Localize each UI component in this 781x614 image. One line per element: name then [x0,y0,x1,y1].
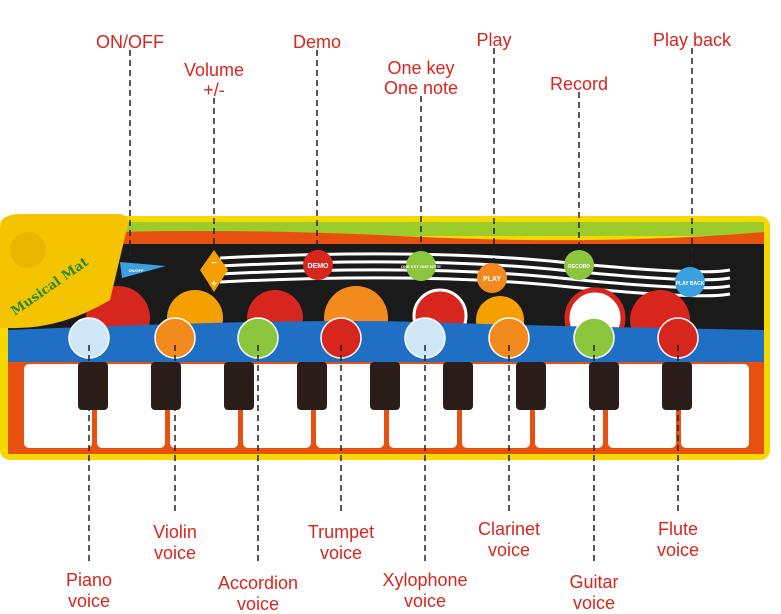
volume-button[interactable]: − + [200,250,228,292]
label-one-key: One note [384,78,458,98]
label-play: Play [476,30,511,50]
label-volume: +/- [203,80,225,100]
label-violin: voice [154,543,196,563]
one-key-one-note-button[interactable]: ONE KEY ONE NOTE [401,251,441,281]
label-on-off: ON/OFF [96,32,164,52]
white-key[interactable] [462,364,530,448]
label-guitar: voice [573,593,615,613]
label-trumpet: voice [320,543,362,563]
musical-mat: Musical Mat ON/OFF − + DEMO ONE KEY ONE … [0,214,770,460]
speaker-icon [10,232,46,268]
flute-voice-button[interactable] [657,317,699,359]
xylophone-voice-button[interactable] [404,317,446,359]
white-key[interactable] [24,364,92,448]
label-xylophone: Xylophone [382,570,467,590]
volume-minus: − [211,258,217,269]
clarinet-voice-button[interactable] [488,317,530,359]
label-flute: Flute [658,519,698,539]
label-flute: voice [657,540,699,560]
accordion-voice-button[interactable] [237,317,279,359]
black-key[interactable] [370,362,400,410]
label-accordion: Accordion [218,573,298,593]
white-key[interactable] [316,364,384,448]
black-key[interactable] [151,362,181,410]
svg-text:PLAY: PLAY [483,276,501,283]
label-piano: Piano [66,570,112,590]
black-key[interactable] [443,362,473,410]
label-clarinet: Clarinet [478,519,540,539]
guitar-voice-button[interactable] [573,317,615,359]
white-key[interactable] [608,364,676,448]
label-demo: Demo [293,32,341,52]
white-key[interactable] [170,364,238,448]
svg-text:PLAY BACK: PLAY BACK [676,281,705,287]
white-key[interactable] [243,364,311,448]
trumpet-voice-button[interactable] [320,317,362,359]
white-key[interactable] [389,364,457,448]
piano-keys [24,362,749,448]
black-key[interactable] [78,362,108,410]
label-accordion: voice [237,594,279,614]
label-guitar: Guitar [569,572,618,592]
wave-stripe [8,231,764,246]
svg-text:ONE KEY ONE NOTE: ONE KEY ONE NOTE [401,264,441,269]
play-button[interactable]: PLAY [477,263,507,293]
white-key[interactable] [97,364,165,448]
white-key[interactable] [681,364,749,448]
demo-button[interactable]: DEMO [303,250,333,280]
label-record: Record [550,74,608,94]
black-key[interactable] [297,362,327,410]
label-violin: Violin [153,522,197,542]
piano-voice-button[interactable] [68,317,110,359]
record-button[interactable]: RECORD [564,250,594,280]
label-one-key: One key [387,58,454,78]
label-trumpet: Trumpet [308,522,374,542]
white-key[interactable] [535,364,603,448]
label-play-back: Play back [653,30,732,50]
label-volume: Volume [184,60,244,80]
svg-text:ON/OFF: ON/OFF [128,268,144,273]
leader-lines [88,48,693,565]
violin-voice-button[interactable] [154,317,196,359]
label-xylophone: voice [404,591,446,611]
svg-text:DEMO: DEMO [308,263,330,270]
black-key[interactable] [224,362,254,410]
label-clarinet: voice [488,540,530,560]
play-back-button[interactable]: PLAY BACK [675,267,705,297]
black-key[interactable] [516,362,546,410]
black-key[interactable] [589,362,619,410]
black-key[interactable] [662,362,692,410]
label-piano: voice [68,591,110,611]
svg-text:RECORD: RECORD [568,264,590,270]
volume-plus: + [211,279,217,290]
on-off-button[interactable]: ON/OFF [120,262,166,278]
